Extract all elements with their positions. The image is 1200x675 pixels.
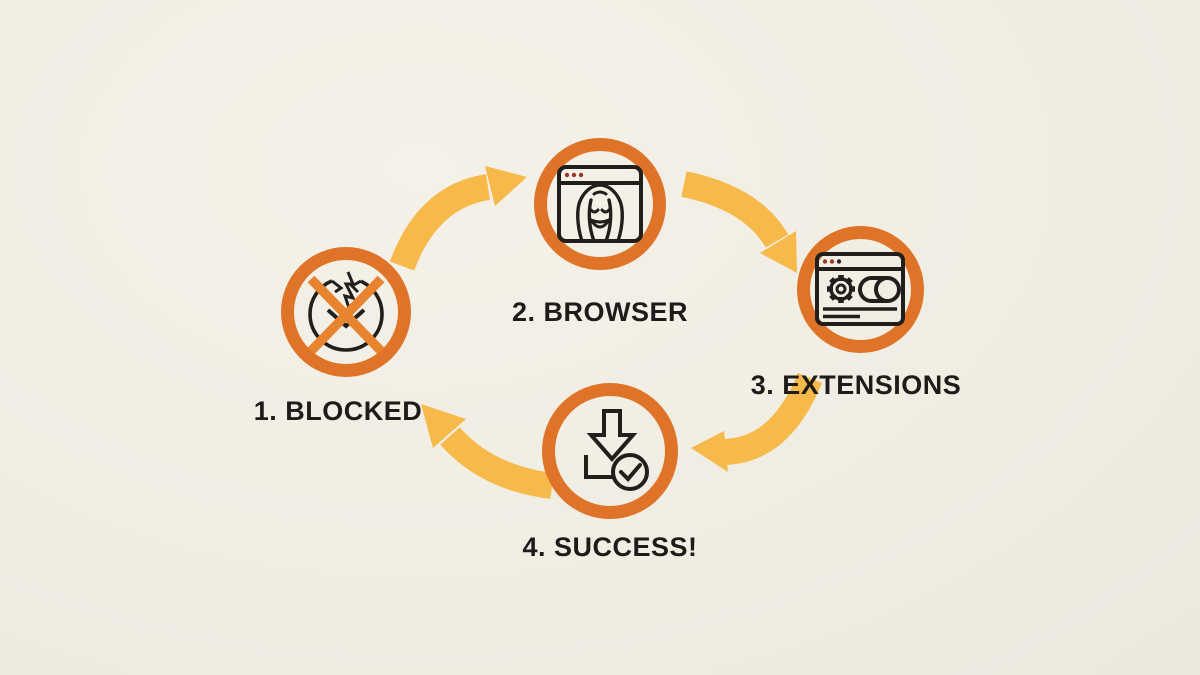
toggle-switch-icon bbox=[858, 276, 901, 303]
arrow-success-to-blocked bbox=[421, 404, 554, 499]
step-success-label: 4. SUCCESS! bbox=[522, 532, 698, 562]
step-blocked-label: 1. BLOCKED bbox=[253, 396, 423, 426]
download-complete-check-icon bbox=[584, 409, 649, 491]
cross-out-mark bbox=[307, 275, 385, 355]
blocked-broken-download-icon bbox=[307, 271, 385, 355]
window-dots bbox=[822, 259, 842, 264]
browser-window-user-icon bbox=[557, 165, 643, 243]
step-browser-label: 2. BROWSER bbox=[511, 297, 689, 327]
arrow-blocked-to-browser bbox=[389, 166, 527, 271]
window-dots bbox=[564, 172, 584, 178]
browser-settings-toggle-icon bbox=[815, 252, 905, 326]
arrow-browser-to-extensions bbox=[681, 171, 797, 273]
gear-icon bbox=[827, 275, 855, 303]
step-extensions-label: 3. EXTENSIONS bbox=[750, 370, 962, 400]
